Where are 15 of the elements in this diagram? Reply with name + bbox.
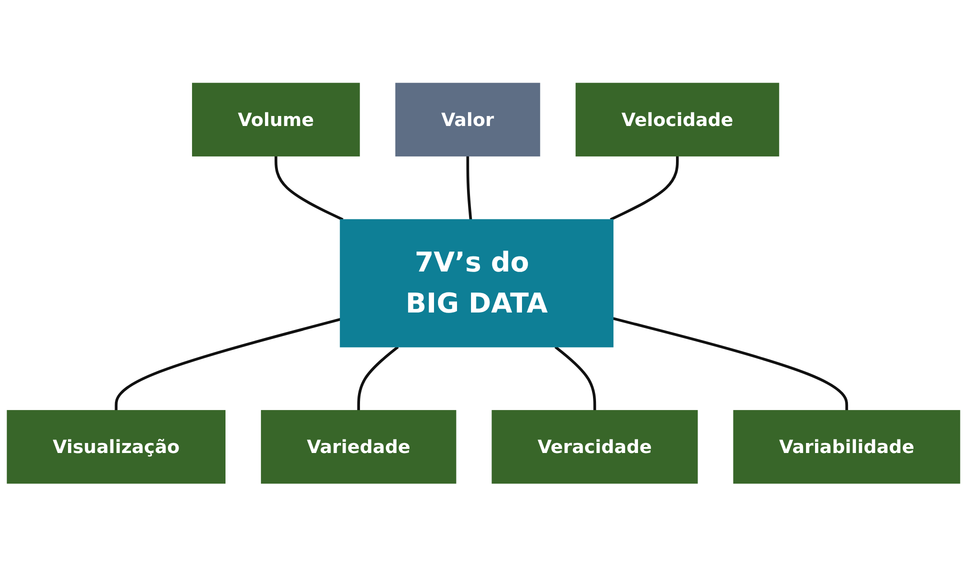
node-box: Volume <box>192 83 360 157</box>
node-box: Veracidade <box>492 410 698 484</box>
connector <box>274 156 344 222</box>
connector <box>466 156 472 220</box>
connector <box>357 346 399 411</box>
node-box: Velocidade <box>576 83 780 157</box>
node-box: Visualização <box>6 410 226 484</box>
node-box: Variedade <box>260 410 456 484</box>
connector <box>610 156 679 222</box>
node-box: Variabilidade <box>733 410 960 484</box>
connector <box>612 317 848 411</box>
node-box: 7V’s do BIG DATA <box>340 219 614 348</box>
node-box: Valor <box>395 83 540 157</box>
connector <box>554 346 596 411</box>
connector <box>114 318 341 411</box>
